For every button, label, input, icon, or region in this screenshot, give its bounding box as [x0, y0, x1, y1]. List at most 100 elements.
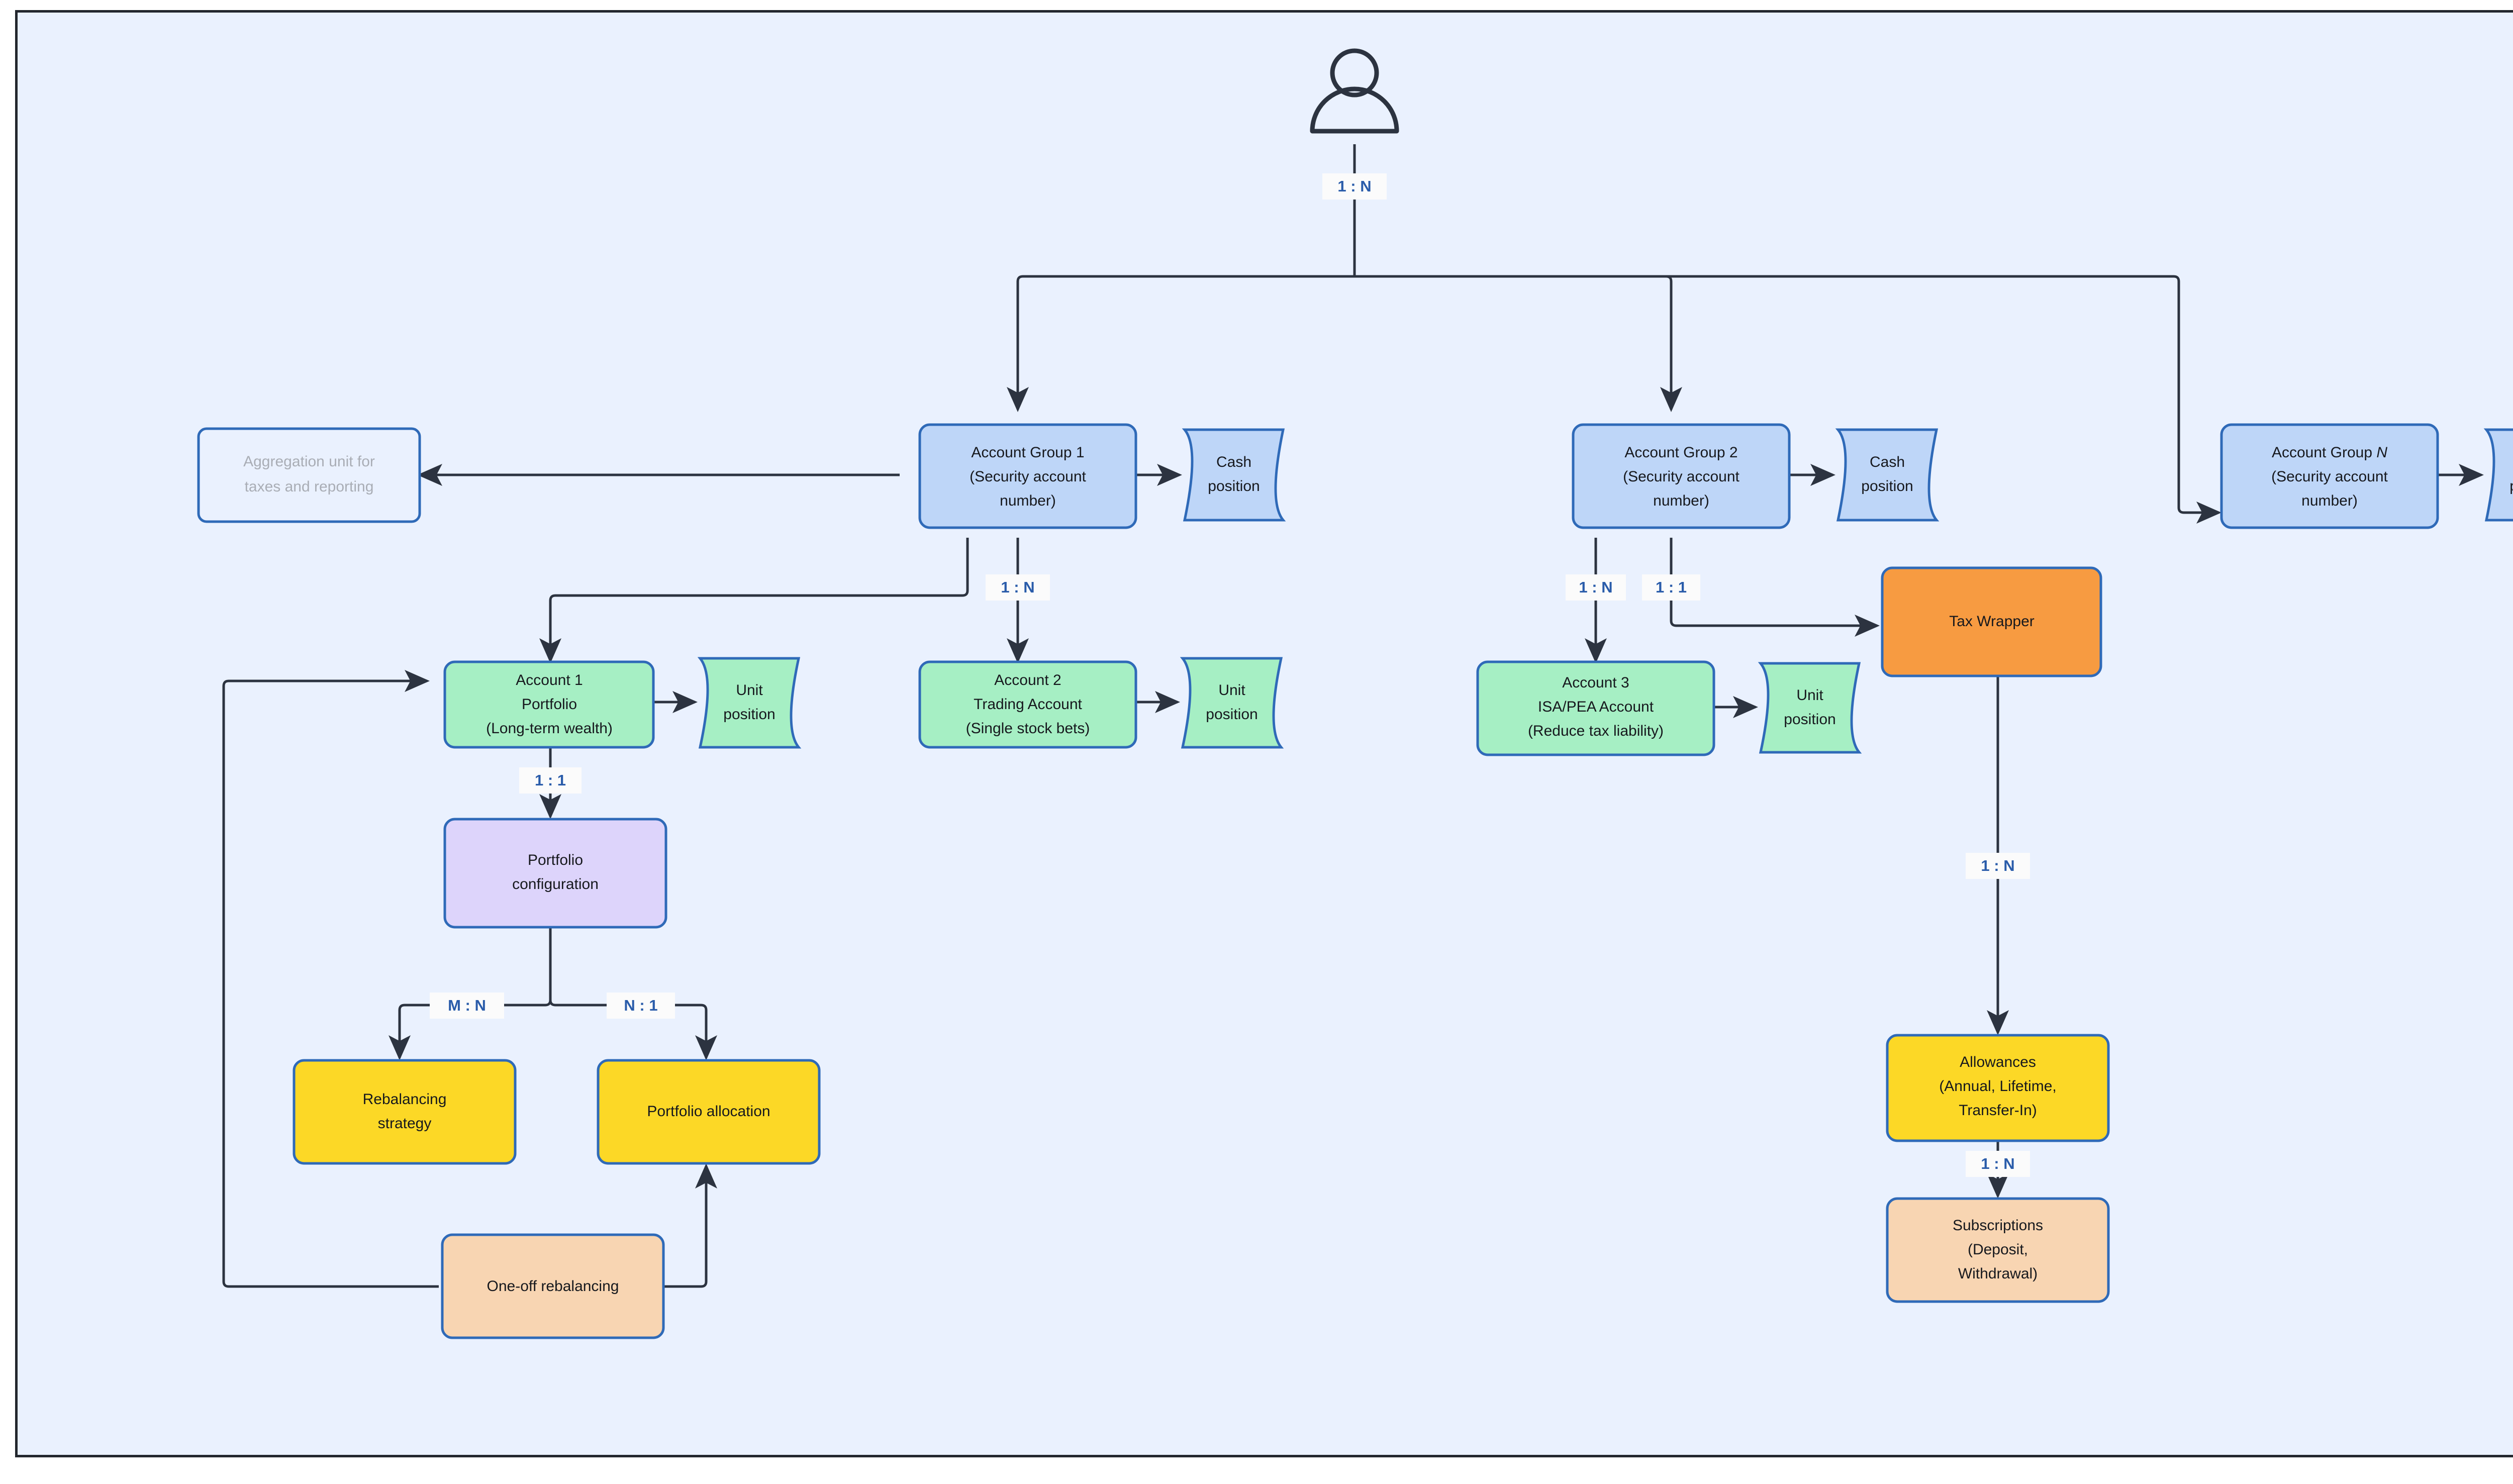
node-taxwrapper[interactable]: Tax Wrapper — [1881, 566, 2102, 677]
node-oneoff-shape[interactable] — [441, 1233, 665, 1339]
node-subscriptions-line-0: Subscriptions — [1953, 1217, 2043, 1234]
edge-actor-group2 — [1355, 275, 1682, 412]
node-rebalstrategy-line-1: strategy — [378, 1115, 432, 1132]
node-account3-line-1: ISA/PEA Account — [1538, 699, 1654, 715]
node-unit3[interactable]: Unit position — [1758, 662, 1862, 754]
node-account3-line-0: Account 3 — [1562, 674, 1629, 691]
node-group1-line-0: Account Group 1 — [971, 444, 1084, 461]
node-portfolioconf-line-1: configuration — [512, 876, 599, 893]
person-icon-head — [1330, 48, 1379, 97]
node-portfolioalloc[interactable]: Portfolio allocation — [597, 1059, 821, 1165]
lbl-account1-conf: 1 : 1 — [519, 767, 582, 794]
node-unit2-line-1: position — [1206, 706, 1258, 723]
node-group1-shape[interactable] — [918, 423, 1137, 529]
node-portfolioalloc-line-0: Portfolio allocation — [647, 1103, 770, 1120]
node-cash2-line-0: Cash — [1870, 454, 1905, 470]
edge-labels-layer: 1 : N 1 : N 1 : N 1 : 1 1 : 1 M : N N : … — [430, 173, 2030, 1177]
node-groupN-line-2: number) — [2301, 492, 2358, 509]
node-unit2-line-0: Unit — [1218, 682, 1245, 699]
edge-oneoff-portfolioalloc — [658, 1163, 717, 1288]
node-cashN-shape[interactable] — [2483, 428, 2513, 522]
node-cash2-line-1: position — [1861, 478, 1913, 494]
node-group2-shape[interactable] — [1572, 423, 1791, 529]
node-cash2[interactable]: Cash position — [1835, 428, 1940, 522]
lbl-group2-account3: 1 : N — [1566, 574, 1626, 601]
node-portfolioconf[interactable]: Portfolio configuration — [443, 818, 667, 929]
node-unit2-shape[interactable] — [1180, 657, 1284, 749]
node-subscriptions-shape[interactable] — [1886, 1197, 2110, 1303]
node-group1-line-2: number) — [1000, 492, 1056, 509]
node-account1-shape[interactable] — [443, 660, 655, 749]
node-aggregation-shape[interactable] — [197, 427, 421, 523]
lbl-tax-allow: 1 : N — [1966, 853, 2030, 879]
node-cashN-line-1: position — [2509, 478, 2513, 494]
lbl-conf-alloc: N : 1 — [607, 993, 675, 1019]
node-aggregation[interactable]: Aggregation unit for taxes and reporting — [197, 427, 421, 523]
edge-group1-account1 — [539, 538, 969, 663]
lbl-conf-alloc-text: N : 1 — [624, 997, 657, 1014]
node-allowances-line-2: Transfer-In) — [1959, 1102, 2037, 1119]
node-group2[interactable]: Account Group 2 (Security account number… — [1572, 423, 1791, 529]
node-portfolioalloc-shape[interactable] — [597, 1059, 821, 1165]
node-account3[interactable]: Account 3 ISA/PEA Account (Reduce tax li… — [1476, 660, 1715, 756]
node-groupN-shape[interactable] — [2220, 423, 2439, 529]
edge-actor-groupN — [1355, 275, 2221, 524]
node-unit1-shape[interactable] — [697, 657, 802, 749]
lbl-group2-taxwrapper-text: 1 : 1 — [1656, 578, 1687, 596]
diagram-canvas: Aggregation unit for taxes and reporting… — [15, 10, 2513, 1457]
node-account1-line-0: Account 1 — [516, 672, 583, 688]
lbl-conf-rebal: M : N — [430, 993, 504, 1019]
lbl-group2-account3-text: 1 : N — [1579, 578, 1612, 596]
node-rebalstrategy[interactable]: Rebalancing strategy — [293, 1059, 517, 1165]
node-cashN[interactable]: Cash position — [2483, 428, 2513, 522]
node-unit3-line-1: position — [1784, 711, 1835, 728]
node-unit1[interactable]: Unit position — [697, 657, 802, 749]
node-account3-line-2: (Reduce tax liability) — [1528, 723, 1664, 739]
node-cash1-shape[interactable] — [1182, 428, 1286, 522]
node-subscriptions[interactable]: Subscriptions (Deposit, Withdrawal) — [1886, 1197, 2110, 1303]
node-cash1[interactable]: Cash position — [1182, 428, 1286, 522]
node-account3-shape[interactable] — [1476, 660, 1715, 756]
node-aggregation-line-0: Aggregation unit for — [243, 453, 375, 470]
lbl-allow-subs-text: 1 : N — [1981, 1155, 2014, 1172]
person-icon-body — [1310, 86, 1399, 134]
node-oneoff[interactable]: One-off rebalancing — [441, 1233, 665, 1339]
node-unit1-line-0: Unit — [736, 682, 763, 699]
node-taxwrapper-line-0: Tax Wrapper — [1949, 613, 2035, 630]
node-groupN[interactable]: Account Group N (Security account number… — [2220, 423, 2439, 529]
node-taxwrapper-shape[interactable] — [1881, 566, 2102, 677]
node-group2-line-2: number) — [1653, 492, 1709, 509]
node-account2-line-1: Trading Account — [974, 696, 1082, 713]
node-subscriptions-line-1: (Deposit, — [1968, 1241, 2028, 1258]
node-cash1-line-1: position — [1208, 478, 1260, 494]
node-portfolioconf-shape[interactable] — [443, 818, 667, 929]
edge-group2-taxwrapper — [1670, 538, 1880, 637]
lbl-group2-taxwrapper: 1 : 1 — [1642, 574, 1700, 601]
node-account2-line-0: Account 2 — [994, 672, 1061, 688]
node-group1-line-1: (Security account — [970, 468, 1086, 485]
node-account2-shape[interactable] — [918, 660, 1137, 749]
node-cash1-line-0: Cash — [1216, 454, 1251, 470]
node-allowances-line-1: (Annual, Lifetime, — [1939, 1078, 2056, 1095]
node-unit2[interactable]: Unit position — [1180, 657, 1284, 749]
node-allowances-shape[interactable] — [1886, 1034, 2110, 1142]
node-group2-line-1: (Security account — [1623, 468, 1739, 485]
node-group2-line-0: Account Group 2 — [1624, 444, 1737, 461]
diagram-svg: Aggregation unit for taxes and reporting… — [197, 48, 2513, 1339]
lbl-account1-conf-text: 1 : 1 — [535, 771, 566, 789]
lbl-allow-subs: 1 : N — [1966, 1151, 2030, 1177]
lbl-actor-groups-text: 1 : N — [1337, 177, 1371, 195]
lbl-group1-account2-text: 1 : N — [1001, 578, 1034, 596]
node-account1[interactable]: Account 1 Portfolio (Long-term wealth) — [443, 660, 655, 749]
node-allowances-line-0: Allowances — [1960, 1054, 2036, 1070]
node-account1-line-2: (Long-term wealth) — [486, 720, 613, 737]
node-group1[interactable]: Account Group 1 (Security account number… — [918, 423, 1137, 529]
node-account2-line-2: (Single stock bets) — [966, 720, 1090, 737]
node-groupN-line-1: (Security account — [2271, 468, 2388, 485]
node-cash2-shape[interactable] — [1835, 428, 1940, 522]
node-rebalstrategy-shape[interactable] — [293, 1059, 517, 1165]
node-unit3-shape[interactable] — [1758, 662, 1862, 754]
node-rebalstrategy-line-0: Rebalancing — [363, 1091, 447, 1108]
node-allowances[interactable]: Allowances (Annual, Lifetime, Transfer-I… — [1886, 1034, 2110, 1142]
node-account2[interactable]: Account 2 Trading Account (Single stock … — [918, 660, 1137, 749]
